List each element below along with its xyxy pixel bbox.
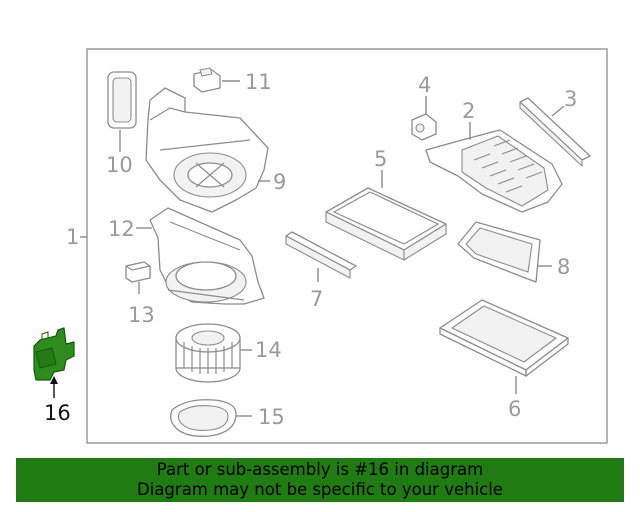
part-15-gasket[interactable]	[170, 399, 237, 437]
callout-3-leader	[551, 105, 565, 117]
part-14-blower-fan[interactable]	[175, 323, 241, 383]
part-6-filter-tray[interactable]	[439, 299, 569, 377]
notice-line-1: Part or sub-assembly is #16 in diagram	[156, 460, 484, 479]
part-8-duct[interactable]	[457, 221, 541, 283]
part-3-seal[interactable]	[519, 97, 591, 167]
notice-banner: Part or sub-assembly is #16 in diagram D…	[16, 458, 624, 502]
notice-line-2: Diagram may not be specific to your vehi…	[137, 480, 503, 499]
callout-16[interactable]: 16	[44, 401, 71, 425]
callout-15[interactable]: 15	[258, 405, 285, 429]
callout-11[interactable]: 11	[245, 70, 272, 94]
callout-2[interactable]: 2	[462, 99, 475, 123]
callout-3[interactable]: 3	[564, 87, 577, 111]
callout-1[interactable]: 1	[66, 225, 79, 249]
callout-16-arrow	[50, 376, 58, 384]
part-5-air-filter[interactable]	[325, 187, 447, 261]
part-10-seal[interactable]	[107, 71, 137, 129]
assembly-frame	[86, 48, 608, 444]
callout-7[interactable]: 7	[310, 287, 323, 311]
callout-12[interactable]: 12	[108, 217, 135, 241]
callout-8[interactable]: 8	[557, 255, 570, 279]
part-4-actuator[interactable]	[411, 113, 437, 141]
callout-9[interactable]: 9	[273, 170, 286, 194]
callout-10[interactable]: 10	[106, 153, 133, 177]
part-13-resistor[interactable]	[125, 261, 151, 283]
callout-5[interactable]: 5	[374, 147, 387, 171]
callout-4[interactable]: 4	[418, 73, 431, 97]
part-11-connector[interactable]	[193, 67, 221, 93]
callout-13[interactable]: 13	[128, 303, 155, 327]
callout-6[interactable]: 6	[508, 397, 521, 421]
part-16-bracket-highlighted[interactable]	[33, 327, 75, 381]
part-9-upper-housing[interactable]	[145, 87, 269, 213]
part-2-housing-case[interactable]	[425, 129, 563, 213]
part-7-seal-strip[interactable]	[285, 231, 357, 279]
part-12-lower-housing[interactable]	[149, 207, 265, 305]
callout-14[interactable]: 14	[255, 338, 282, 362]
parts-diagram: 1 10 11 9 12 13	[33, 48, 608, 444]
